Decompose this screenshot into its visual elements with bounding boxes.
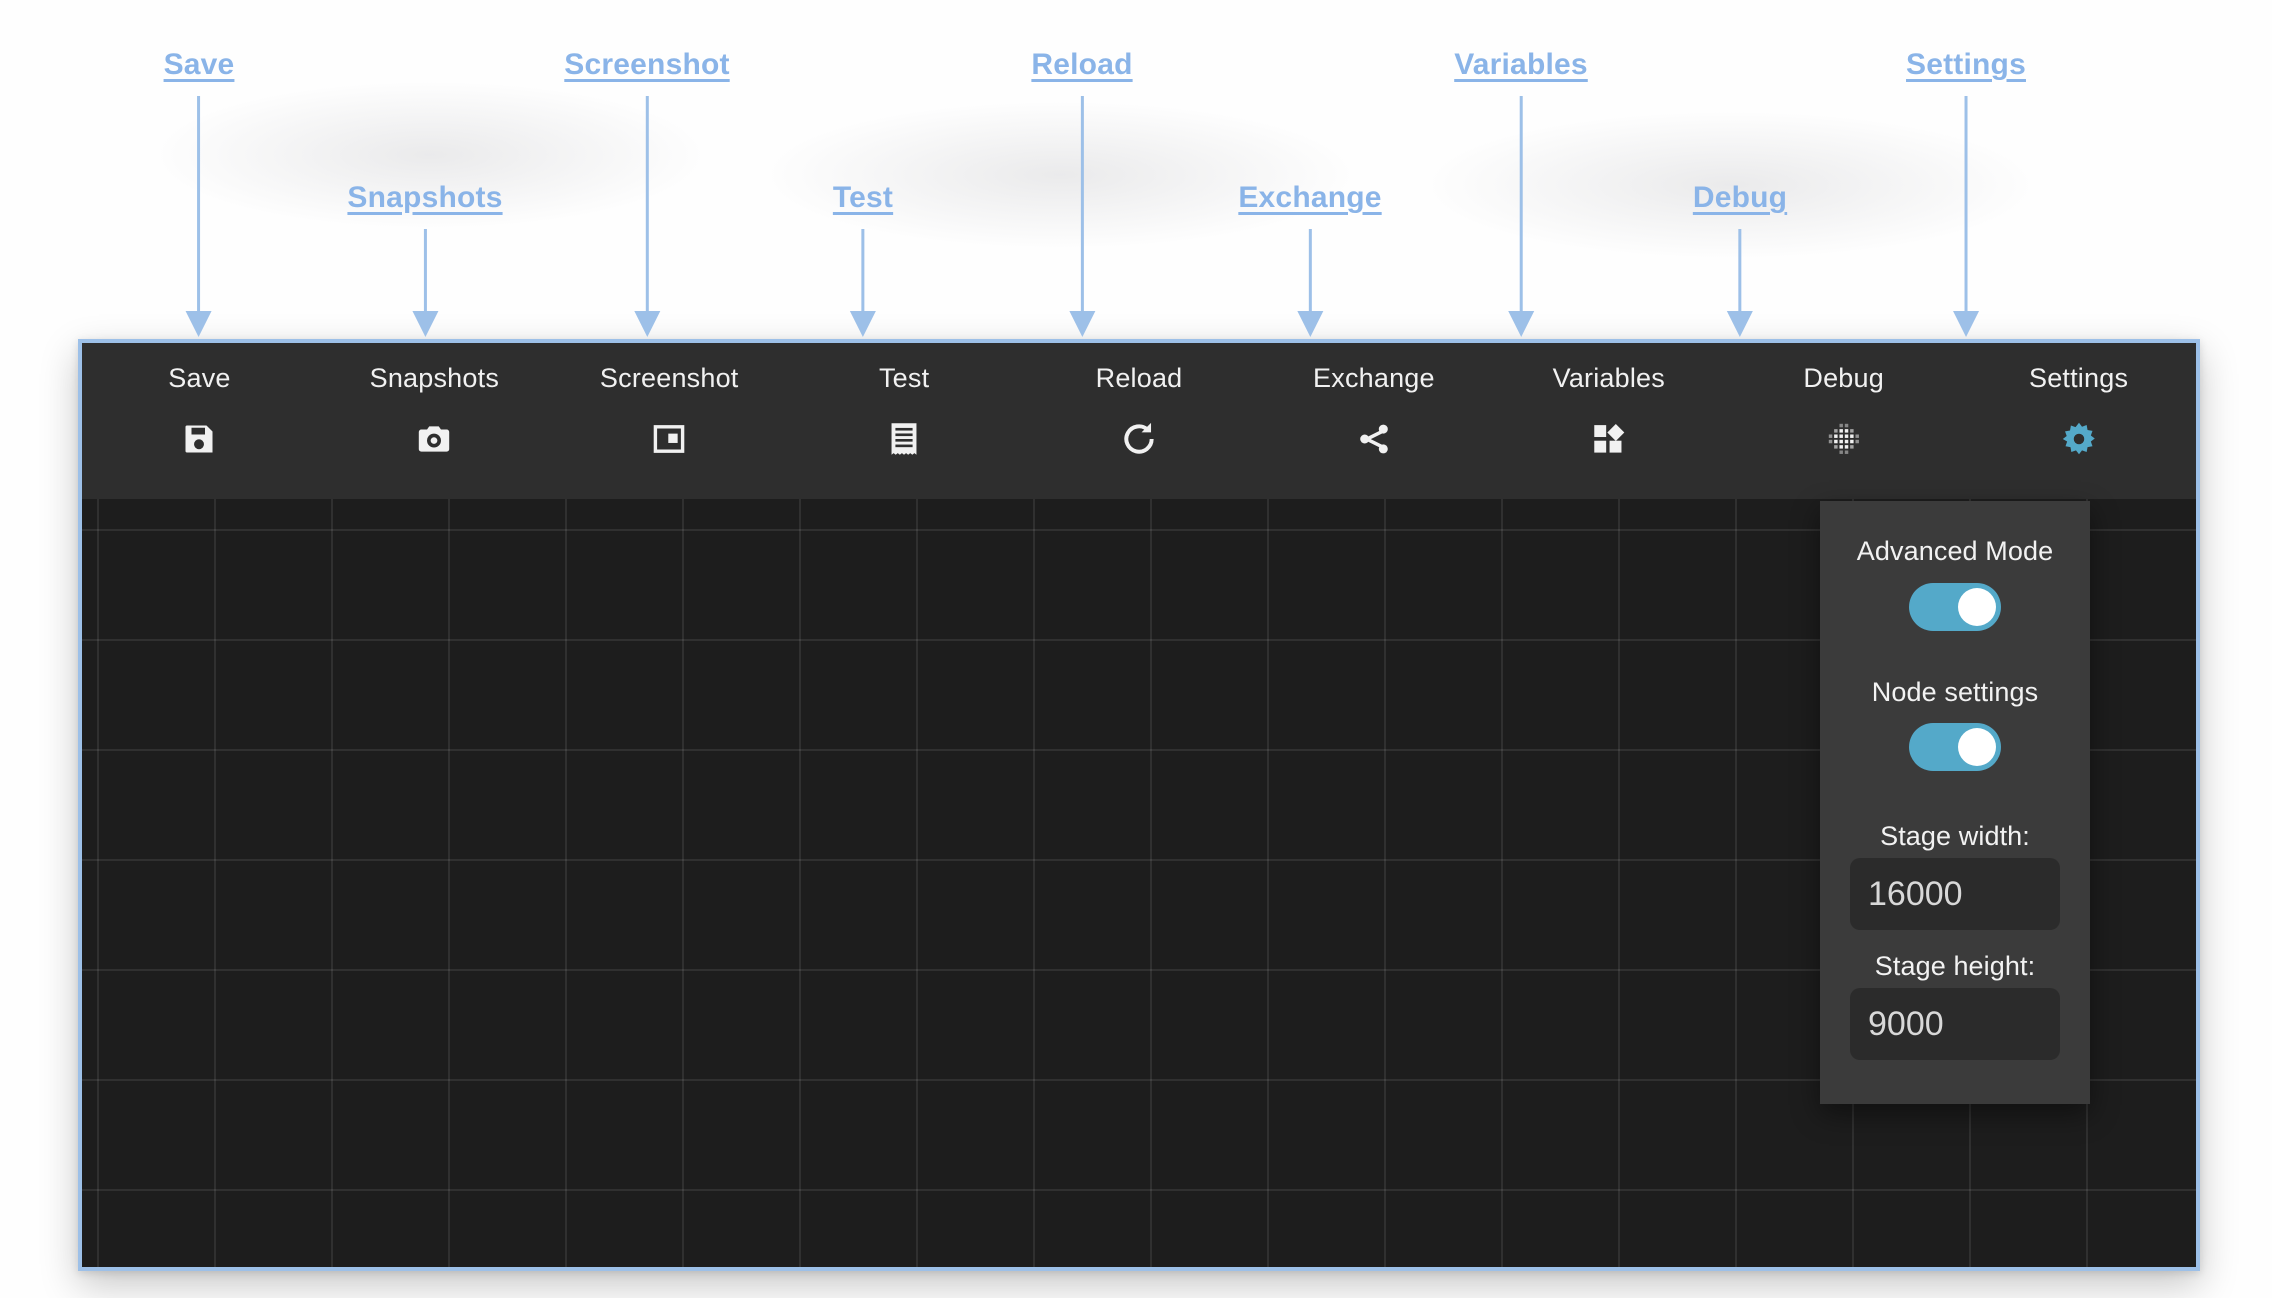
dot-matrix-icon[interactable] [1824,419,1864,459]
annotation-debug: Debug [1692,181,1788,337]
annotation-screenshot: Screenshot [564,48,730,337]
arrow-shaft [1519,96,1523,311]
arrow-head [1296,311,1323,337]
toolbar-item-save[interactable]: Save [82,343,317,499]
toggle-knob [1958,587,1996,626]
arrow-shaft [1308,229,1312,311]
stage-width-input[interactable]: 16000 [1850,858,2060,931]
arrow-shaft [197,96,201,311]
arrow-head [849,311,876,337]
annotation-label: Debug [1692,181,1788,214]
arrow-head [633,311,660,337]
arrow-head [1068,311,1095,337]
node-settings-label: Node settings [1871,676,2039,707]
annotation-arrow [1507,96,1534,337]
annotation-label: Test [832,181,894,214]
toolbar-item-label: Settings [2028,363,2129,393]
refresh-icon[interactable] [1119,419,1159,459]
arrow-shaft [1738,229,1742,311]
annotation-exchange: Exchange [1238,181,1382,337]
annotation-arrow [1952,96,1979,337]
annotation-label: Screenshot [564,48,730,81]
receipt-icon[interactable] [884,419,924,459]
toolbar-item-label: Debug [1803,363,1884,393]
annotation-snapshots: Snapshots [347,181,503,337]
toolbar-item-debug[interactable]: Debug [1726,343,1961,499]
toolbar-item-exchange[interactable]: Exchange [1256,343,1491,499]
toolbar-item-label: Exchange [1313,363,1435,393]
toolbar-item-reload[interactable]: Reload [1022,343,1257,499]
stage-height-label: Stage height: [1874,951,2036,982]
annotation-arrow [1296,229,1323,337]
toolbar-item-label: Screenshot [599,363,739,393]
toolbar-item-label: Save [168,363,231,393]
shapes-icon[interactable] [1589,419,1629,459]
stage-width-label: Stage width: [1880,821,2030,852]
toolbar-item-snapshots[interactable]: Snapshots [317,343,552,499]
arrow-head [1507,311,1534,337]
node-settings-toggle[interactable] [1909,723,2001,772]
advanced-mode-label: Advanced Mode [1856,536,2054,566]
arrow-head [412,311,438,337]
arrow-shaft [1080,96,1084,311]
annotation-arrow [1068,96,1095,337]
annotation-label: Settings [1906,48,2026,81]
annotation-arrow [633,96,660,337]
frame-icon[interactable] [649,419,689,459]
annotation-label: Variables [1454,48,1588,81]
toolbar-item-test[interactable]: Test [787,343,1022,499]
annotation-reload: Reload [1031,48,1133,337]
toolbar: Save Snapshots Screenshot Test Reload Exchang… [82,343,2196,499]
toggle-knob [1958,728,1996,767]
annotation-arrow [849,229,876,337]
toolbar-item-variables[interactable]: Variables [1491,343,1726,499]
toolbar-item-label: Snapshots [369,363,500,393]
toolbar-item-settings[interactable]: Settings [1961,343,2196,499]
toolbar-item-label: Test [878,363,930,393]
floppy-disk-icon[interactable] [179,419,219,459]
annotation-variables: Variables [1454,48,1588,337]
annotation-settings: Settings [1906,48,2026,337]
annotation-arrow [412,229,438,337]
toolbar-item-screenshot[interactable]: Screenshot [552,343,787,499]
app-window: Save Snapshots Screenshot Test Reload Exchang… [78,339,2200,1271]
share-icon[interactable] [1354,419,1394,459]
toolbar-item-label: Variables [1552,363,1665,393]
gear-icon[interactable] [2059,419,2099,459]
annotation-save: Save [163,48,235,337]
arrow-head [1952,311,1979,337]
arrow-shaft [423,229,427,311]
arrow-shaft [1964,96,1968,311]
camera-icon[interactable] [414,419,454,459]
annotation-label: Exchange [1238,181,1382,214]
annotation-arrow [1726,229,1753,337]
advanced-mode-toggle[interactable] [1909,582,2001,631]
annotation-label: Snapshots [347,181,503,214]
arrow-shaft [645,96,649,311]
arrow-head [1726,311,1753,337]
arrow-head [186,311,212,337]
settings-panel: Advanced Mode Node settings Stage width:… [1820,501,2090,1104]
annotation-label: Save [163,48,235,81]
annotation-test: Test [832,181,894,337]
annotation-label: Reload [1031,48,1133,81]
stage-height-input[interactable]: 9000 [1850,987,2060,1060]
toolbar-item-label: Reload [1095,363,1183,393]
arrow-shaft [861,229,865,311]
annotation-arrow [186,96,212,337]
